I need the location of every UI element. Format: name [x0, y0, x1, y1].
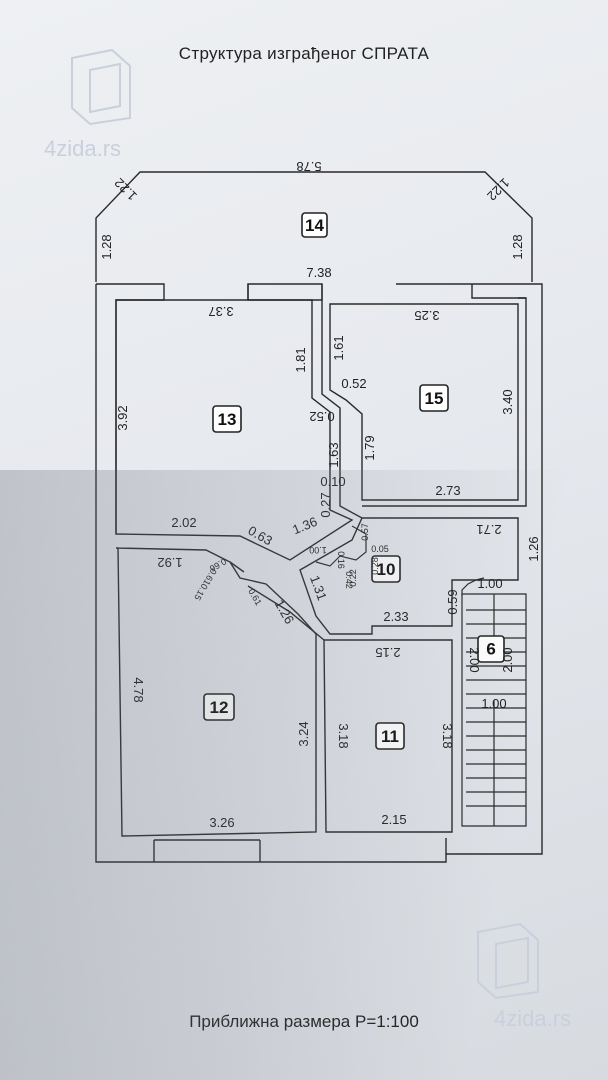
watermark-logo-icon-bottom — [477, 922, 539, 1000]
dim-r13-step: 0.10 — [320, 474, 345, 489]
room-label-11: 11 — [375, 722, 405, 750]
room-label-13: 13 — [212, 405, 242, 433]
dim-r11-top: 2.15 — [375, 645, 400, 660]
dim-r12-d: 0.61 — [246, 587, 263, 607]
dim-r10-h: 0.59 — [445, 589, 460, 614]
dim-r11-bottom: 2.15 — [381, 812, 406, 827]
dim-r15-top: 3.25 — [414, 308, 439, 323]
dim-r13-bottom: 2.02 — [171, 515, 196, 530]
dim-r9-right: 2.00 — [500, 647, 515, 672]
room-13-outline — [115, 299, 354, 561]
svg-text:10: 10 — [377, 560, 396, 579]
dim-r13-right: 1.63 — [326, 442, 341, 467]
exterior-walls — [95, 283, 543, 863]
svg-text:13: 13 — [218, 410, 237, 429]
dim-r13-diag-b: 1.36 — [290, 514, 319, 537]
dim-r10-top: 2.71 — [476, 522, 501, 537]
dim-r10-g: 1.00 — [309, 545, 327, 555]
room-15-outline — [329, 303, 519, 501]
dim-r12-right: 3.24 — [296, 721, 311, 746]
dim-r12-e: 1.26 — [272, 597, 298, 626]
room-label-12: 12 — [203, 693, 235, 721]
dim-r15-left-upper: 1.61 — [331, 335, 346, 360]
watermark-text: 4zida.rs — [44, 136, 122, 161]
dim-r10-e: 0.42 — [344, 571, 354, 589]
dim-side-right: 1.28 — [510, 234, 525, 259]
room-12-outline — [115, 547, 317, 837]
dim-r9-mid: 1.00 — [481, 696, 506, 711]
room-label-15: 15 — [419, 384, 449, 412]
plan-title: Структура изграђеног СПРАТА — [178, 44, 430, 63]
svg-text:9: 9 — [486, 639, 495, 658]
dim-bevel-right: 1.22 — [484, 175, 513, 204]
dim-r12-bottom: 3.26 — [209, 815, 234, 830]
dim-r12-left: 4.78 — [131, 677, 146, 702]
dim-r13-left: 3.92 — [115, 405, 130, 430]
dim-r9-left: 2.00 — [467, 647, 482, 672]
dim-side-left: 1.28 — [99, 234, 114, 259]
dim-r15-left: 1.79 — [362, 435, 377, 460]
svg-text:14: 14 — [305, 216, 324, 235]
dim-r12-top: 1.92 — [157, 555, 182, 570]
dim-top-width: 5.78 — [296, 159, 321, 174]
watermark-text-bottom: 4zida.rs — [494, 1006, 572, 1031]
dim-r10-d: 0.22 — [348, 569, 358, 587]
dim-r13-small: 0.27 — [318, 492, 333, 517]
dim-r11-left: 3.18 — [336, 723, 351, 748]
svg-text:11: 11 — [381, 727, 399, 746]
dimension-labels: 5.78 1.22 1.22 1.28 1.28 7.38 3.37 3.92 … — [99, 159, 541, 830]
dim-r13-top: 3.37 — [208, 304, 233, 319]
dim-r10-diag: 1.31 — [307, 573, 330, 602]
dim-r13-niche: 0.52 — [309, 409, 334, 424]
room-12-diagonal-wall — [229, 561, 325, 641]
room-label-10: 10 — [371, 555, 401, 583]
room-label-9: 9 — [477, 635, 505, 663]
dim-r10-bottom: 2.33 — [383, 609, 408, 624]
dim-r10-a: 0.57 — [360, 523, 370, 541]
dim-r12-c: 0.15 — [192, 582, 209, 602]
svg-text:15: 15 — [425, 389, 444, 408]
dim-r10-b: 0.05 — [371, 544, 389, 554]
dim-balcony-width: 7.38 — [306, 265, 331, 280]
watermark-logo-icon — [71, 48, 131, 126]
dim-r15-bottom: 2.73 — [435, 483, 460, 498]
dim-r11-right: 3.18 — [440, 723, 455, 748]
room-10-small-steps — [315, 525, 367, 567]
dim-r15-right: 3.40 — [500, 389, 515, 414]
dim-r10-c: 0.28 — [370, 557, 380, 575]
dim-r10-right: 1.26 — [526, 536, 541, 561]
dim-r10-f: 0.16 — [336, 551, 346, 569]
balcony-outline — [95, 171, 533, 282]
scale-caption: Приближна размера P=1:100 — [189, 1012, 419, 1031]
dim-r13-right-upper: 1.81 — [293, 347, 308, 372]
svg-text:12: 12 — [210, 698, 229, 717]
room-13-inner-wall — [321, 300, 363, 519]
dim-r15-niche: 0.52 — [341, 376, 366, 391]
room-11-outline — [323, 639, 453, 833]
room-label-14: 14 — [301, 212, 328, 238]
room-15-outer-wall — [362, 297, 527, 507]
dim-r13-diag-a: 0.63 — [246, 523, 275, 549]
dim-r9-top: 1.00 — [477, 576, 502, 591]
room-10-outline — [299, 517, 519, 635]
dim-bevel-left: 1.22 — [111, 175, 140, 204]
